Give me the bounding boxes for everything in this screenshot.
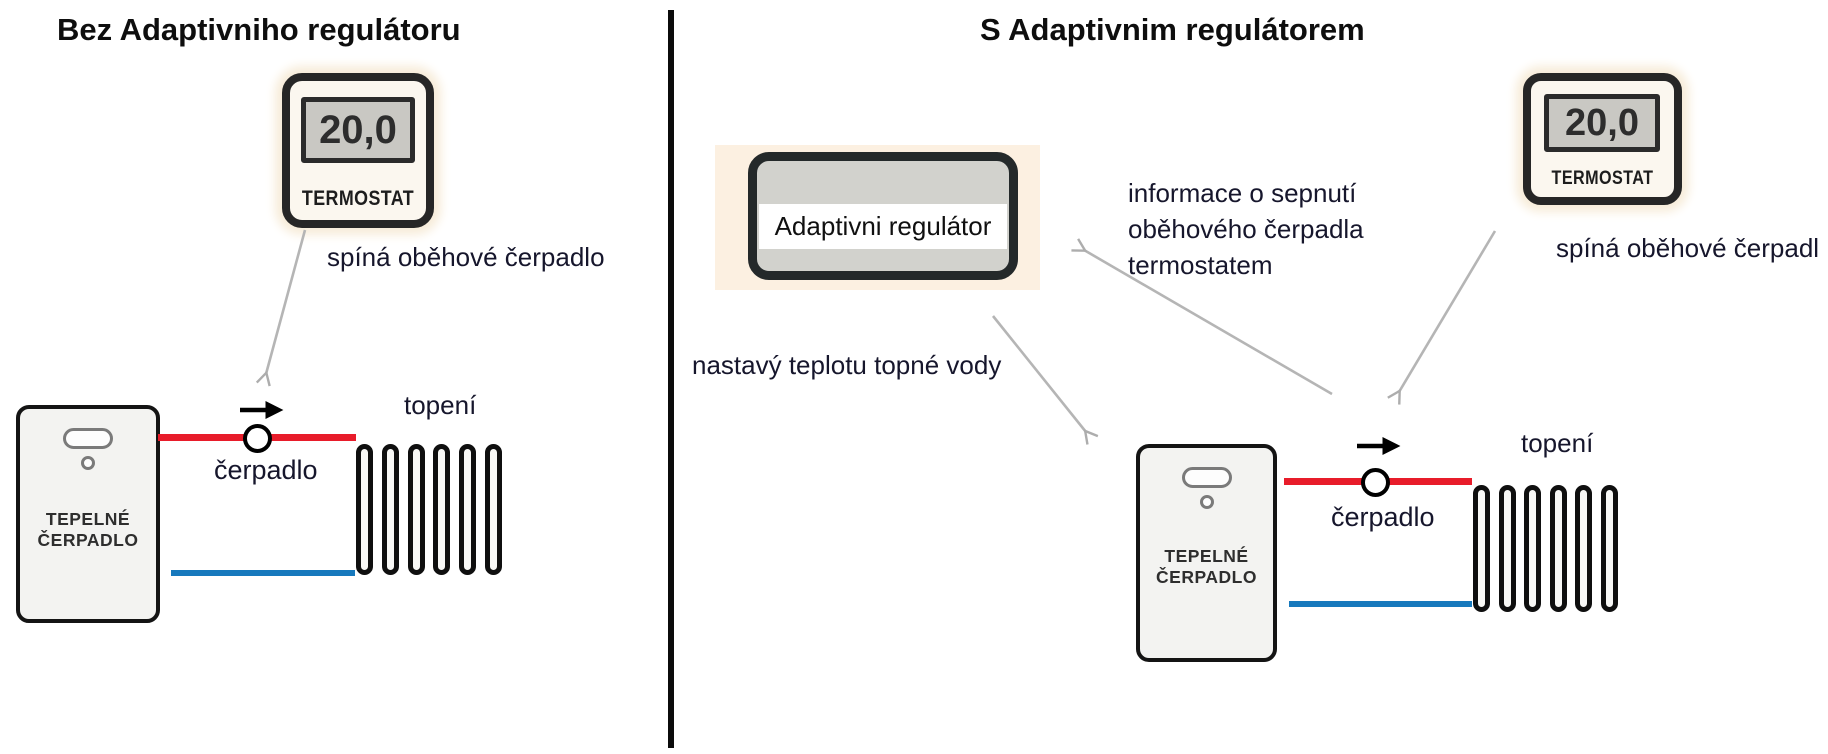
right-return-pipe <box>1289 601 1472 607</box>
right-thermostat: 20,0 TERMOSTAT <box>1523 73 1682 205</box>
left-thermostat: 20,0 TERMOSTAT <box>282 73 434 228</box>
info-note-line1: informace o sepnutí <box>1128 178 1357 208</box>
left-pump-circle <box>243 424 272 453</box>
left-heat-pump-knob <box>81 456 95 470</box>
radiator-loop <box>407 444 425 575</box>
right-pump-label: čerpadlo <box>1331 502 1435 532</box>
left-pump-label: čerpadlo <box>214 455 318 485</box>
panel-divider <box>668 10 674 748</box>
right-heat-pump-label-line2: ČERPADLO <box>1156 567 1257 587</box>
right-heat-pump-label: TEPELNÉ ČERPADLO <box>1140 546 1273 588</box>
radiator-loop <box>484 444 502 575</box>
right-thermostat-to-pump-arrow <box>1387 230 1497 405</box>
radiator-loop <box>1575 485 1593 612</box>
right-heat-pump: TEPELNÉ ČERPADLO <box>1136 444 1277 662</box>
left-radiator <box>356 444 502 575</box>
info-note-line3: termostatem <box>1128 250 1273 280</box>
left-heat-pump-label-line2: ČERPADLO <box>37 530 139 550</box>
radiator-loop <box>381 444 399 575</box>
radiator-loop <box>356 444 373 575</box>
radiator-loop <box>433 444 451 575</box>
regulator-to-heat-pump-arrow <box>991 315 1099 445</box>
radiator-loop <box>1498 485 1516 612</box>
info-note-line2: oběhového čerpadla <box>1128 214 1364 244</box>
left-thermostat-display: 20,0 <box>301 97 415 163</box>
right-heat-pump-label-line1: TEPELNÉ <box>1164 546 1249 566</box>
radiator-loop <box>1600 485 1618 612</box>
adaptive-regulator-label: Adaptivni regulátor <box>759 204 1007 249</box>
radiator-loop <box>1549 485 1567 612</box>
left-heat-pump-vent <box>63 428 113 449</box>
left-heat-pump: TEPELNÉ ČERPADLO <box>16 405 160 623</box>
left-thermostat-label: TERMOSTAT <box>301 187 415 210</box>
left-panel-title: Bez Adaptivniho regulátoru <box>57 12 461 47</box>
right-heat-pump-knob <box>1199 495 1214 509</box>
left-thermostat-to-pump-arrow <box>255 229 307 387</box>
right-panel-title: S Adaptivnim regulátorem <box>980 12 1365 47</box>
right-radiator-label: topení <box>1521 428 1594 458</box>
left-radiator-label: topení <box>404 390 477 420</box>
adaptive-regulator-box: Adaptivni regulátor <box>748 152 1018 280</box>
left-heat-pump-label: TEPELNÉ ČERPADLO <box>20 509 156 551</box>
right-radiator <box>1473 485 1618 612</box>
right-thermostat-label: TERMOSTAT <box>1551 168 1654 189</box>
right-pump-circle <box>1361 468 1390 497</box>
radiator-loop <box>1524 485 1542 612</box>
right-heat-pump-vent <box>1181 467 1232 488</box>
right-thermostat-display: 20,0 <box>1544 94 1660 152</box>
radiator-loop <box>459 444 477 575</box>
left-heat-pump-label-line1: TEPELNÉ <box>45 509 131 529</box>
left-switch-note: spíná oběhové čerpadlo <box>327 242 605 272</box>
set-temperature-note: nastavý teplotu topné vody <box>692 350 1002 380</box>
right-switch-note: spíná oběhové čerpadl <box>1556 233 1820 263</box>
pump-switch-info-note: informace o sepnutí oběhového čerpadla t… <box>1128 175 1364 283</box>
radiator-loop <box>1473 485 1490 612</box>
left-return-pipe <box>171 570 355 576</box>
